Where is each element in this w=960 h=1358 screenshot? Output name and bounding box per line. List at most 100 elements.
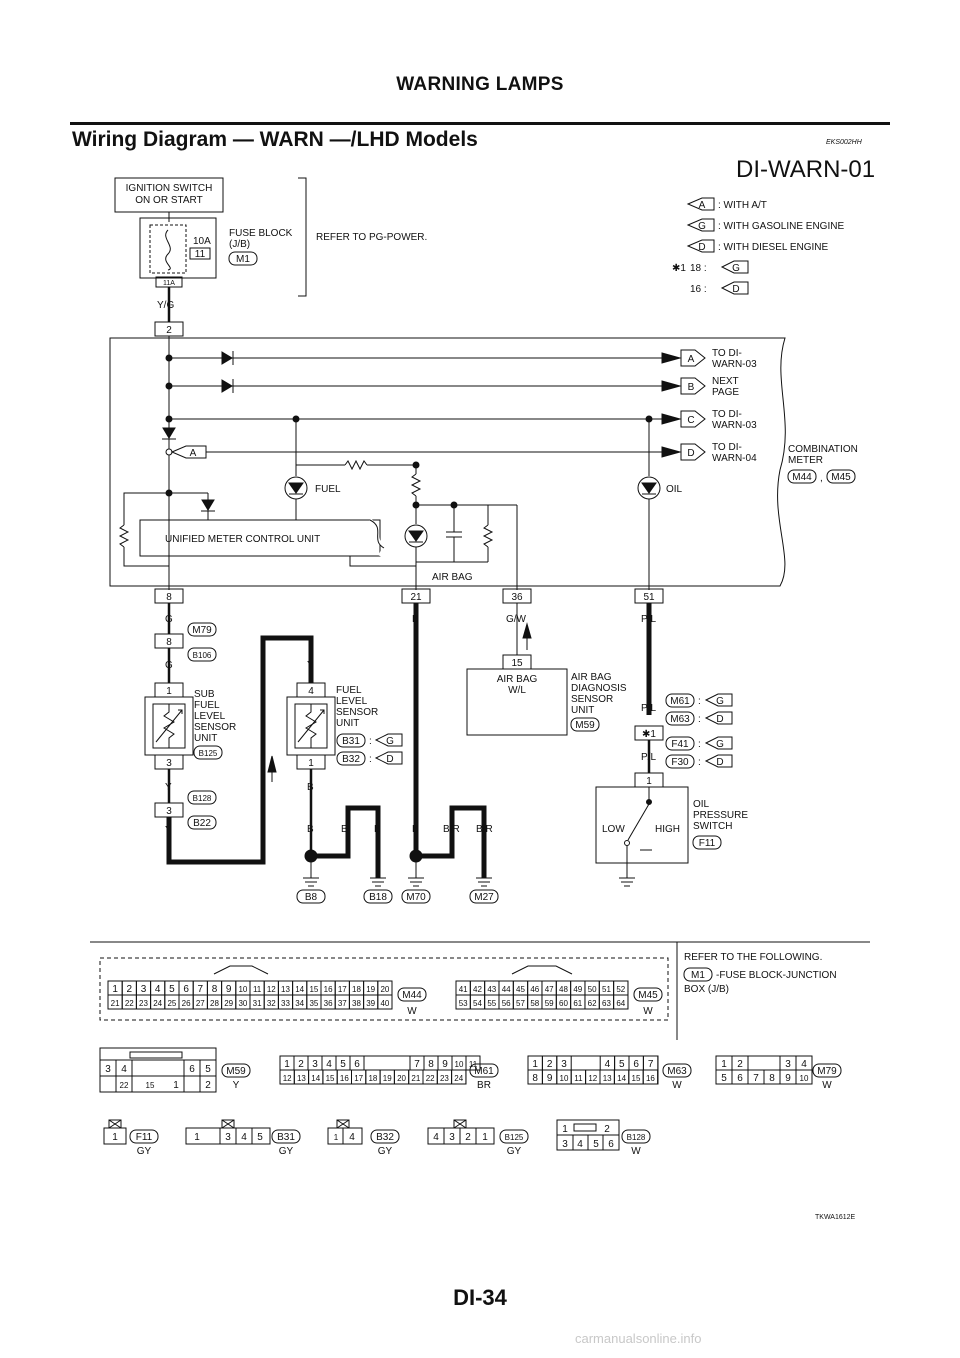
svg-text:LOW: LOW	[602, 824, 625, 835]
connector-pin-label: 62	[588, 999, 597, 1008]
connector-pin-label: 17	[354, 1074, 363, 1083]
meter-pin-51: 51	[643, 592, 655, 603]
svg-text:SWITCH: SWITCH	[693, 821, 732, 832]
header-rule	[70, 122, 890, 125]
connector-pin-label: 10	[238, 985, 247, 994]
connector-pin-label: 63	[602, 999, 611, 1008]
svg-text:M61: M61	[670, 696, 690, 707]
svg-text:B: B	[307, 824, 314, 835]
svg-text:M45: M45	[638, 990, 658, 1001]
connector-pin-label: 53	[459, 999, 468, 1008]
svg-text:3: 3	[105, 1064, 111, 1075]
meter-pin-21: 21	[410, 592, 422, 603]
connector-pin-label: 56	[502, 999, 511, 1008]
connector-pin-label: 5	[721, 1073, 727, 1084]
svg-text:6: 6	[189, 1064, 195, 1075]
svg-text:1: 1	[482, 1132, 488, 1143]
connector-pin-label: 4	[801, 1059, 807, 1070]
svg-text:: WITH DIESEL ENGINE: : WITH DIESEL ENGINE	[718, 242, 829, 253]
connector-pin-label: 3	[785, 1059, 791, 1070]
connector-pin-label: 42	[473, 985, 482, 994]
svg-text:B106: B106	[193, 651, 212, 660]
svg-text:22: 22	[120, 1081, 129, 1090]
svg-text:G/W: G/W	[506, 614, 527, 625]
svg-text:: WITH A/T: : WITH A/T	[718, 200, 767, 211]
connector-pin-label: 13	[297, 1074, 306, 1083]
connector-pin-label: 16	[340, 1074, 349, 1083]
svg-text:1: 1	[308, 758, 314, 769]
connector-pin-label: 16	[646, 1074, 655, 1083]
svg-text:TO DI-: TO DI-	[712, 409, 742, 420]
svg-text:B31: B31	[342, 736, 360, 747]
svg-text:Y: Y	[307, 660, 314, 671]
meter-pin-8: 8	[166, 592, 172, 603]
svg-text:1: 1	[646, 776, 652, 787]
connector-pin-label: 15	[632, 1074, 641, 1083]
connector-pin-cell	[795, 1069, 813, 1085]
connector-pin-label: 28	[210, 999, 219, 1008]
connector-pin-label: 4	[605, 1059, 611, 1070]
svg-text:G: G	[698, 221, 706, 232]
svg-text:W/L: W/L	[508, 685, 526, 696]
svg-text:✱1: ✱1	[672, 263, 686, 274]
svg-text:WARN-03: WARN-03	[712, 359, 757, 370]
svg-text:M61: M61	[474, 1066, 494, 1077]
svg-text:B: B	[412, 824, 419, 835]
svg-text:B22: B22	[193, 818, 211, 829]
svg-text:M63: M63	[670, 714, 690, 725]
connector-pin-label: 1	[721, 1059, 727, 1070]
connector-pin-label: 3	[141, 984, 147, 995]
fuse-block-conn: M1	[236, 254, 250, 265]
connector-pin-label: 21	[411, 1074, 420, 1083]
connector-b125: 4 3 2 1 B125 GY	[427, 1119, 529, 1157]
svg-text:B18: B18	[369, 892, 387, 903]
connector-pin-label: 46	[530, 985, 539, 994]
connector-pin-label: 12	[267, 985, 276, 994]
svg-text:LEVEL: LEVEL	[194, 711, 226, 722]
svg-text:D: D	[386, 754, 393, 765]
svg-text:6: 6	[608, 1139, 614, 1150]
svg-text:M79: M79	[817, 1066, 837, 1077]
svg-text::: :	[698, 696, 701, 707]
svg-text:FUEL: FUEL	[194, 700, 220, 711]
connector-f11: 1 F11 GY	[103, 1119, 159, 1157]
svg-text:B: B	[341, 824, 348, 835]
connector-pin-label: 31	[253, 999, 262, 1008]
meter-arrow-a: A	[688, 354, 695, 365]
refer-pg-power: REFER TO PG-POWER.	[316, 232, 427, 243]
svg-text:COMBINATION: COMBINATION	[788, 444, 858, 455]
svg-text:P/L: P/L	[641, 752, 656, 763]
connector-pin-label: 52	[616, 985, 625, 994]
connector-pin-label: 17	[338, 985, 347, 994]
svg-text:GY: GY	[137, 1146, 152, 1157]
connector-pin-label: 2	[127, 984, 133, 995]
connector-pin-label: 9	[547, 1073, 553, 1084]
svg-text:WARN-04: WARN-04	[712, 453, 757, 464]
connector-pin-label: 22	[125, 999, 134, 1008]
ignition-switch: IGNITION SWITCH ON OR START	[114, 177, 224, 213]
svg-text:,: ,	[820, 473, 823, 484]
connector-pin-label: 16	[324, 985, 333, 994]
svg-text:2: 2	[604, 1124, 610, 1135]
svg-text:3: 3	[225, 1132, 231, 1143]
svg-text:M63: M63	[667, 1066, 687, 1077]
connector-pin-label: 5	[619, 1059, 625, 1070]
ignition-label-2: ON OR START	[135, 195, 202, 206]
umcu-label: UNIFIED METER CONTROL UNIT	[165, 534, 320, 545]
svg-text:M44: M44	[792, 472, 812, 483]
connector-pin-label: 15	[309, 985, 318, 994]
connector-pin-label: 5	[169, 984, 175, 995]
svg-text:A: A	[699, 200, 706, 211]
page-header-title: WARNING LAMPS	[396, 74, 564, 95]
svg-text:DIAGNOSIS: DIAGNOSIS	[571, 683, 627, 694]
connector-pin-label: 4	[326, 1059, 332, 1070]
connector-pin-label: 36	[324, 999, 333, 1008]
svg-text::: :	[698, 714, 701, 725]
svg-text:WARN-03: WARN-03	[712, 420, 757, 431]
svg-text:1: 1	[562, 1124, 568, 1135]
connector-pin-label: 39	[366, 999, 375, 1008]
